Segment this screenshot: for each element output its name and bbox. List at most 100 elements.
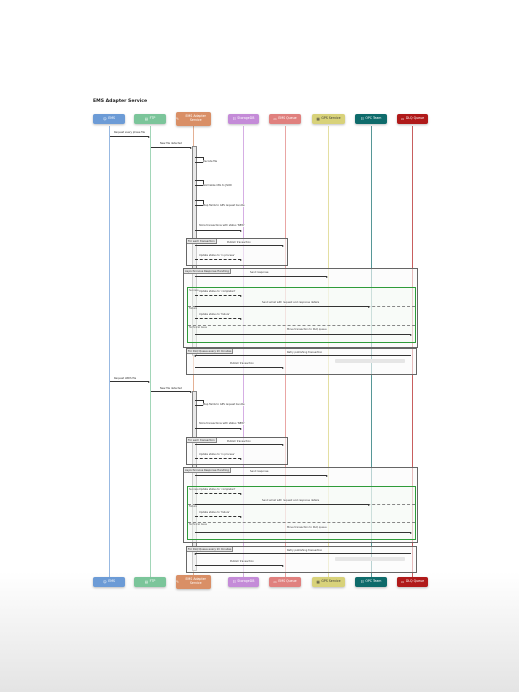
msg-retry-1-label: Retry publishing transaction [287, 351, 323, 354]
folder-icon: ▤ [144, 580, 149, 584]
msg-retry-1 [194, 354, 411, 357]
team-icon: ☷ [360, 580, 364, 584]
queue-icon: ▭ [273, 117, 277, 121]
msg-update-failed-2-label: Update status to 'failure' [199, 511, 230, 514]
msg-new-file-2-label: New file detected [160, 387, 182, 390]
msg-send-response-2 [195, 474, 328, 477]
self-decode-label: Decode file [203, 160, 218, 163]
queue-icon: ▭ [273, 580, 277, 584]
retry-frame-1-title: For DLQ Queue every 1h minutes [187, 349, 234, 354]
lifeline-ems [109, 126, 110, 577]
participant-queue-top: ▭EMS Queue [269, 114, 301, 124]
msg-send-response-2-label: Send response [250, 470, 269, 473]
msg-update-failed-1 [195, 317, 242, 320]
msg-move-dlq-2-label: Move transaction to DLQ queue [287, 526, 327, 529]
alt-1-technical: Technical Issue [189, 326, 207, 329]
msg-update-processing-2 [195, 457, 242, 460]
participant-adapter-bottom: ✎EMS Adapter Service [176, 575, 211, 589]
alt-2-failure: Failure [189, 505, 197, 508]
msg-update-failed-1-label: Update status to 'failure' [199, 313, 230, 316]
msg-move-dlq-1-label: Move transaction to DLQ queue [287, 328, 327, 331]
alt-2-technical: Technical Issue [189, 523, 207, 526]
queue-icon: ▭ [400, 117, 405, 121]
msg-send-email-2 [195, 503, 370, 506]
msg-publish-2-label: Publish transaction [227, 440, 251, 443]
async-frame-1-title: Asynchronous Response Handling [184, 269, 231, 274]
participant-team-top: ☷OPC Team [355, 114, 387, 124]
server-icon: ▦ [316, 580, 320, 584]
msg-store-1-label: Store transactions with status 'NEW' [199, 224, 245, 227]
database-icon: ☷ [232, 580, 236, 584]
msg-update-processing-1 [195, 258, 242, 261]
msg-publish-tx-2 [195, 564, 284, 567]
alt-frame-2: Success Failure Technical Issue [187, 486, 416, 540]
msg-update-completed-2-label: Update status to 'completed' [199, 488, 236, 491]
msg-retry-2-label: Retry publishing transaction [287, 549, 323, 552]
self-normalize-label: Normalize CBL to JSON [203, 184, 232, 187]
msg-publish-tx-2-label: Publish transaction [230, 560, 254, 563]
msg-store-1 [195, 229, 242, 232]
msg-send-email-1-label: Send email with request and response det… [262, 301, 320, 304]
msg-store-2 [195, 427, 242, 430]
msg-publish-tx-1-label: Publish transaction [230, 362, 254, 365]
self-map-1-label: Map fields to GPS request bundle [203, 204, 245, 207]
team-icon: ☷ [360, 117, 364, 121]
alt-2-success: Success [189, 488, 199, 491]
self-map-2-label: Map fields to GPS request bundle [203, 403, 245, 406]
server-icon: ▦ [316, 117, 320, 121]
msg-update-processing-1-label: Update status to 'in process' [199, 254, 235, 257]
loop-frame-2-title: For each transaction [187, 438, 217, 443]
participant-team-bottom: ☷OPC Team [355, 577, 387, 587]
participant-dlq-bottom: ▭DLQ Queue [397, 577, 428, 587]
msg-update-failed-2 [195, 515, 242, 518]
msg-publish-1 [195, 244, 284, 247]
msg-request-file-1-label: Request every phase file [114, 131, 145, 134]
queue-icon: ▭ [400, 580, 405, 584]
page-shadow [0, 572, 519, 692]
participant-ems-top: ☺EMS [93, 114, 125, 124]
msg-update-completed-1-label: Update status to 'completed' [199, 290, 236, 293]
alt-1-failure: Failure [189, 307, 197, 310]
retry-frame-2-title: For DLQ Queue every 1h minutes [187, 547, 234, 552]
msg-publish-2 [195, 443, 284, 446]
participant-storage-bottom: ☷StorageDB [228, 577, 259, 587]
msg-publish-tx-1 [195, 366, 284, 369]
tool-icon: ✎ [176, 117, 180, 121]
folder-icon: ▤ [144, 117, 149, 121]
msg-send-response-1-label: Send response [250, 271, 269, 274]
self-map-1 [195, 200, 204, 206]
msg-request-file-2-label: Request LBDS file [114, 377, 137, 380]
msg-request-file-1 [110, 135, 150, 138]
database-icon: ☷ [232, 117, 236, 121]
participant-ftp-bottom: ▤FTP [134, 577, 166, 587]
participant-storage-top: ☷StorageDB [228, 114, 259, 124]
participant-queue-bottom: ▭EMS Queue [269, 577, 301, 587]
msg-move-dlq-1 [195, 333, 412, 336]
diagram-title: EMS Adapter Service [93, 99, 148, 104]
async-frame-2: Asynchronous Response Handling [183, 467, 418, 543]
loop-frame-1: For each transaction [186, 238, 288, 266]
participant-ftp-top: ▤FTP [134, 114, 166, 124]
user-icon: ☺ [102, 117, 107, 121]
msg-update-processing-2-label: Update status to 'in process' [199, 453, 235, 456]
msg-update-completed-1 [195, 294, 242, 297]
async-frame-2-title: Asynchronous Response Handling [184, 468, 231, 473]
msg-send-response-1 [195, 275, 328, 278]
loop-frame-1-title: For each transaction [187, 239, 217, 244]
msg-send-email-1 [195, 305, 370, 308]
msg-store-2-label: Store transactions with status 'NEW' [199, 422, 245, 425]
self-normalize [195, 180, 204, 186]
tool-icon: ✎ [176, 580, 180, 584]
participant-ems-bottom: ☺EMS [93, 577, 125, 587]
msg-new-file-1-label: New file detected [160, 142, 182, 145]
blur-1 [335, 359, 405, 363]
participant-gps-bottom: ▦GPS Service [312, 577, 345, 587]
participant-adapter-top: ✎EMS Adapter Service [176, 112, 211, 126]
participant-gps-top: ▦GPS Service [312, 114, 345, 124]
lifeline-ftp [150, 126, 151, 577]
alt-1-success: Success [189, 289, 199, 292]
msg-send-email-2-label: Send email with request and response det… [262, 499, 320, 502]
msg-request-file-2 [110, 380, 150, 383]
msg-update-completed-2 [195, 492, 242, 495]
user-icon: ☺ [102, 580, 107, 584]
